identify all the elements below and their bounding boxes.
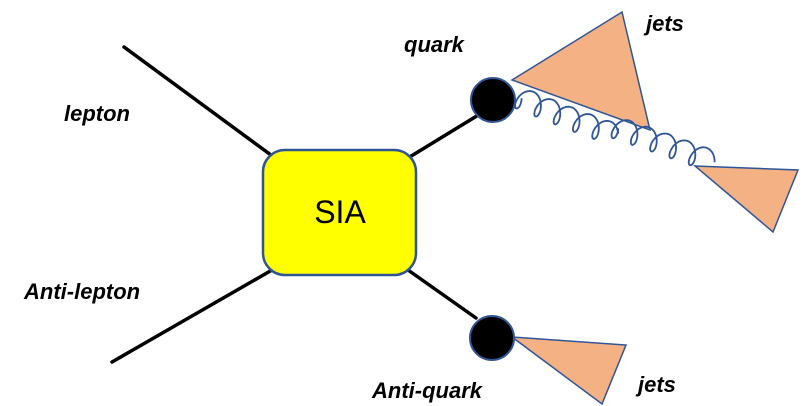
quark-particle (470, 77, 516, 123)
jets-top-label: jets (643, 11, 684, 36)
anti-lepton-line (110, 268, 274, 364)
gluon-line (514, 90, 716, 167)
jet-top (510, 10, 652, 132)
anti-lepton-label: Anti-lepton (23, 279, 140, 304)
jet-bottom (509, 336, 628, 406)
lepton-label: lepton (64, 101, 130, 126)
sia-box (261, 148, 418, 277)
quark-line (406, 112, 482, 160)
anti-quark-line (406, 268, 478, 320)
anti-quark-label: Anti-quark (371, 378, 484, 403)
jets-bottom-label: jets (635, 372, 676, 397)
quark-label: quark (404, 32, 466, 57)
lepton-line (122, 45, 277, 160)
anti-quark-particle (469, 315, 515, 361)
sia-label: SIA (314, 194, 366, 230)
jet-gluon (692, 165, 800, 234)
